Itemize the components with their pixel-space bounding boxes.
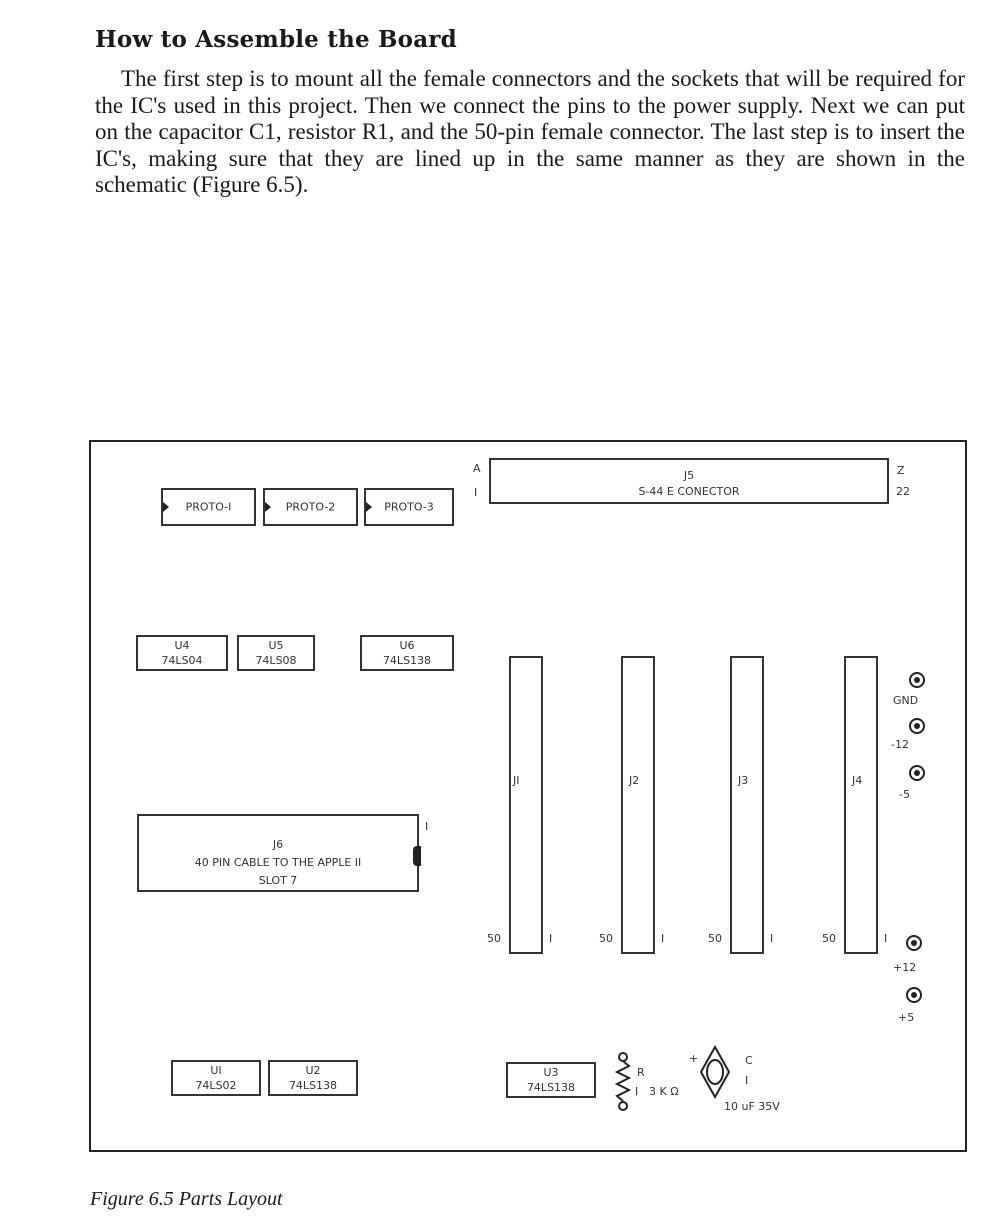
terminal-label: +12 xyxy=(893,961,917,974)
slot-label: J2 xyxy=(629,774,640,787)
slot-label: JI xyxy=(513,774,520,787)
capacitor-ref: C xyxy=(745,1054,753,1067)
chip-ref: U2 xyxy=(305,1064,321,1077)
chip-label: PROTO-I xyxy=(185,500,232,514)
capacitor-icon xyxy=(699,1045,731,1099)
j6-pin-1: I xyxy=(425,820,429,833)
chip-ref: U6 xyxy=(399,639,415,652)
pin1-notch-icon xyxy=(265,502,271,512)
chip-label: PROTO-2 xyxy=(285,500,336,514)
j5-pin-22: 22 xyxy=(896,485,910,498)
terminal-minus5-icon xyxy=(909,765,925,781)
slot-j4: J4 xyxy=(844,656,878,954)
paragraph-text: The first step is to mount all the femal… xyxy=(95,66,965,197)
resistor-icon xyxy=(614,1052,632,1111)
terminal-label: -12 xyxy=(891,738,909,751)
slot-j3-pin-1: I xyxy=(770,932,774,945)
ic-u4: U4 74LS04 xyxy=(136,635,228,671)
chip-label: PROTO-3 xyxy=(384,500,434,514)
slot-j1: JI xyxy=(509,656,543,954)
terminal-gnd-icon xyxy=(909,672,925,688)
chip-ref: U3 xyxy=(543,1066,559,1079)
slot-j2: J2 xyxy=(621,656,655,954)
connector-line1: 40 PIN CABLE TO THE APPLE II xyxy=(194,856,362,869)
j5-pin-1: I xyxy=(474,486,478,499)
capacitor-index: I xyxy=(745,1074,749,1087)
slot-j4-pin-1: I xyxy=(884,932,888,945)
section-heading: How to Assemble the Board xyxy=(95,26,457,53)
figure-caption: Figure 6.5 Parts Layout xyxy=(90,1188,283,1210)
chip-part: 74LS02 xyxy=(195,1079,237,1092)
terminal-minus12-icon xyxy=(909,718,925,734)
proto-socket-1: PROTO-I xyxy=(161,488,256,526)
key-notch-icon xyxy=(413,846,421,866)
slot-j2-pin-50: 50 xyxy=(599,932,613,945)
j5-pin-a: A xyxy=(473,462,481,475)
resistor-index: I xyxy=(635,1085,639,1098)
j5-pin-z: Z xyxy=(897,464,905,477)
resistor-value: 3 K Ω xyxy=(649,1085,679,1098)
chip-part: 74LS138 xyxy=(526,1081,576,1094)
slot-j2-pin-1: I xyxy=(661,932,665,945)
terminal-label: -5 xyxy=(899,788,910,801)
j5-connector: J5 S-44 E CONECTOR xyxy=(489,458,889,504)
slot-label: J3 xyxy=(738,774,749,787)
slot-j1-pin-1: I xyxy=(549,932,553,945)
j6-cable-connector: J6 40 PIN CABLE TO THE APPLE II SLOT 7 xyxy=(137,814,421,892)
body-paragraph: The first step is to mount all the femal… xyxy=(95,66,965,199)
chip-part: 74LS08 xyxy=(255,654,297,667)
ic-u1: UI 74LS02 xyxy=(171,1060,261,1096)
chip-ref: U4 xyxy=(174,639,190,652)
resistor-ref: R xyxy=(637,1066,645,1079)
chip-part: 74LS138 xyxy=(382,654,432,667)
chip-part: 74LS04 xyxy=(161,654,203,667)
slot-j3: J3 xyxy=(730,656,764,954)
slot-j4-pin-50: 50 xyxy=(822,932,836,945)
slot-j3-pin-50: 50 xyxy=(708,932,722,945)
terminal-plus5-icon xyxy=(906,987,922,1003)
connector-ref: J5 xyxy=(683,469,695,482)
parts-layout-board: PROTO-I PROTO-2 PROTO-3 U4 74LS04 U5 74L… xyxy=(89,440,967,1152)
terminal-label: +5 xyxy=(898,1011,915,1024)
ic-u6: U6 74LS138 xyxy=(360,635,454,671)
terminal-plus12-icon xyxy=(906,935,922,951)
capacitor-polarity: + xyxy=(689,1052,699,1065)
slot-label: J4 xyxy=(852,774,863,787)
ic-u3: U3 74LS138 xyxy=(506,1062,596,1098)
chip-part: 74LS138 xyxy=(288,1079,338,1092)
chip-ref: UI xyxy=(210,1064,222,1077)
proto-socket-3: PROTO-3 xyxy=(364,488,454,526)
proto-socket-2: PROTO-2 xyxy=(263,488,358,526)
pin1-notch-icon xyxy=(366,502,372,512)
ic-u2: U2 74LS138 xyxy=(268,1060,358,1096)
capacitor-value: 10 uF 35V xyxy=(724,1100,780,1113)
terminal-label: GND xyxy=(893,694,919,707)
ic-u5: U5 74LS08 xyxy=(237,635,315,671)
connector-ref: J6 xyxy=(272,838,284,851)
slot-j1-pin-50: 50 xyxy=(487,932,501,945)
pin1-notch-icon xyxy=(163,502,169,512)
connector-line2: SLOT 7 xyxy=(258,874,298,887)
connector-name: S-44 E CONECTOR xyxy=(638,485,740,498)
chip-ref: U5 xyxy=(268,639,284,652)
